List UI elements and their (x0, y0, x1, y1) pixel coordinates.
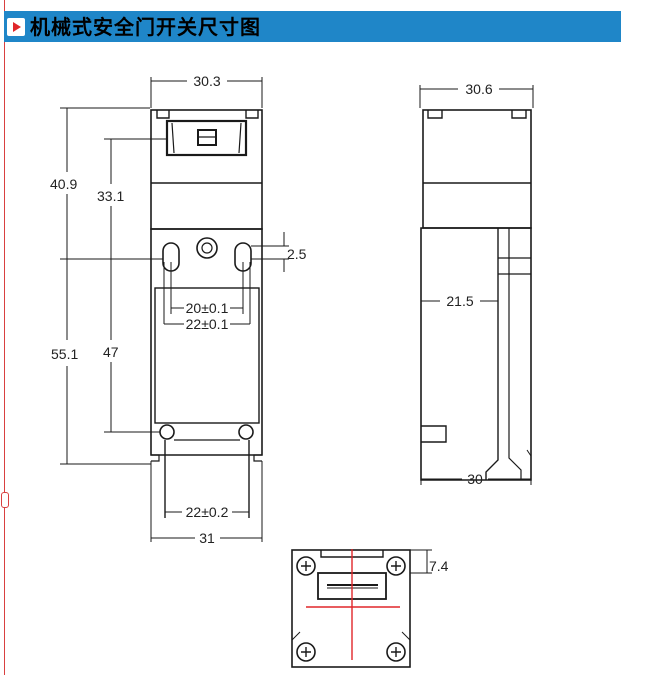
top-view (291, 549, 411, 668)
dim-slot-offset: 2.5 (287, 246, 307, 262)
dim-top-view-offset: 7.4 (429, 558, 449, 574)
dim-hole-span-height: 47 (103, 344, 119, 360)
dim-side-width-top: 30.6 (465, 81, 492, 97)
dim-side-width-bottom: 30 (467, 471, 483, 487)
dim-side-depth: 21.5 (446, 293, 473, 309)
dim-total-height: 40.9 (50, 176, 77, 192)
top-dimensions (410, 549, 432, 574)
dim-front-width: 30.3 (193, 73, 220, 89)
side-view (420, 109, 532, 481)
dim-hole-pitch-inner: 20±0.1 (186, 300, 229, 316)
dim-bottom-width: 31 (199, 530, 215, 546)
dim-bottom-hole-pitch: 22±0.2 (186, 504, 229, 520)
dim-hole-pitch-outer: 22±0.1 (186, 316, 229, 332)
top-view-centerlines (306, 549, 400, 660)
front-view (150, 109, 263, 518)
dim-upper-height: 33.1 (97, 188, 124, 204)
margin-marker (1, 492, 9, 508)
side-dimensions (419, 85, 534, 485)
front-dimensions (60, 77, 289, 542)
dim-lower-height: 55.1 (51, 346, 78, 362)
page-title: 机械式安全门开关尺寸图 (30, 15, 261, 39)
play-arrow-icon (7, 18, 25, 36)
section-header: 机械式安全门开关尺寸图 (4, 11, 621, 42)
left-margin-rule (4, 0, 5, 675)
